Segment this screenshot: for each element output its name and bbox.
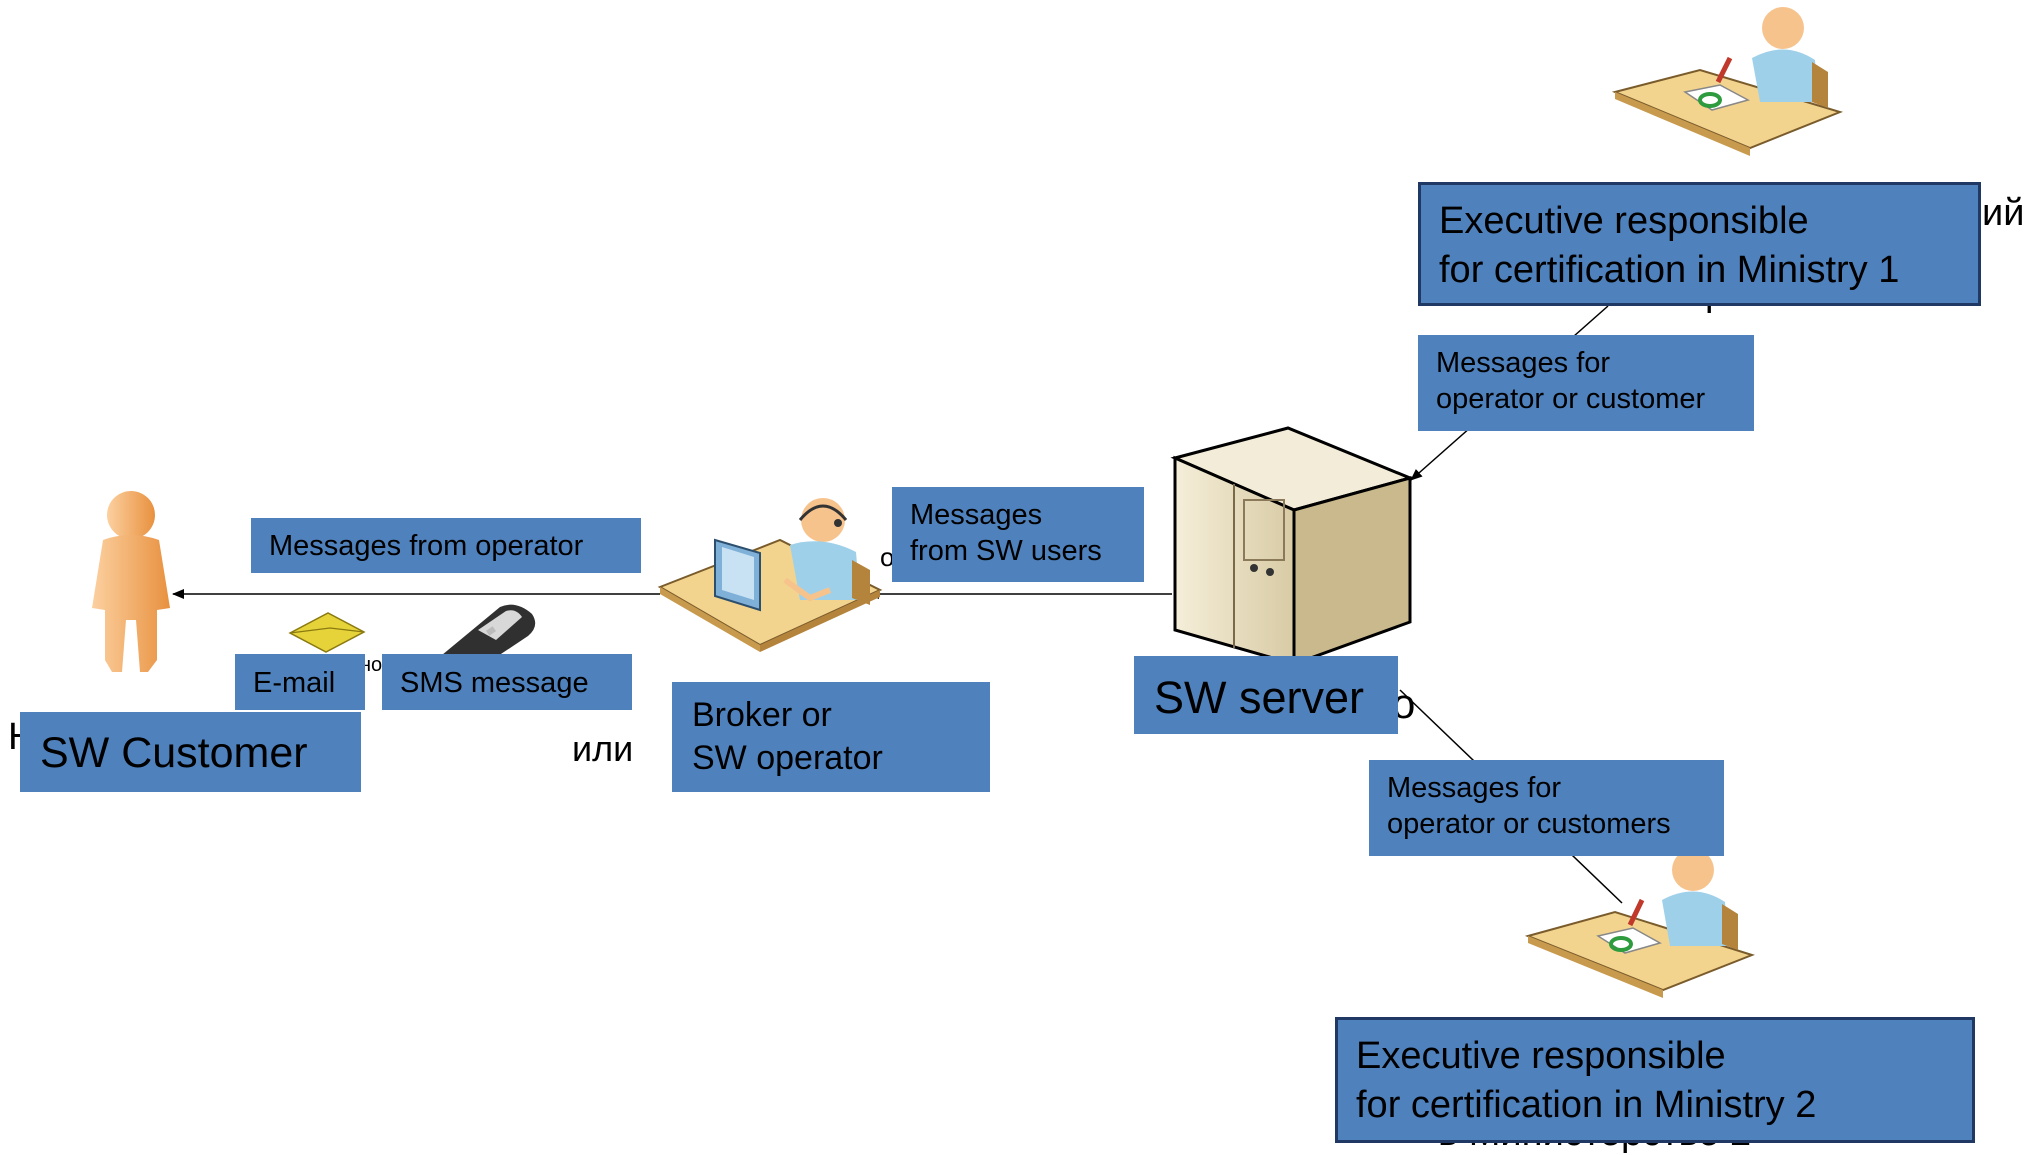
- server-to-operator-label: Messages from SW users: [892, 487, 1144, 582]
- executive-desk-icon: [1611, 7, 1844, 156]
- ministry2-label: Executive responsible for certification …: [1335, 1017, 1975, 1143]
- background-fragment: ий: [1982, 192, 2025, 234]
- person-icon: [92, 491, 170, 672]
- operator-label: Broker or SW operator: [672, 682, 990, 792]
- background-fragment: но: [360, 654, 383, 676]
- envelope-icon: [288, 612, 366, 653]
- server-icon: [1170, 426, 1415, 667]
- background-fragment: о: [880, 542, 895, 572]
- server-label: SW server: [1134, 656, 1398, 734]
- ministry1-edge-label: Messages for operator or customer: [1418, 335, 1754, 431]
- operator-to-customer-label: Messages from operator: [251, 518, 641, 573]
- email-label: E-mail: [235, 654, 365, 710]
- customer-label: SW Customer: [20, 712, 361, 792]
- executive-desk-icon: [1524, 849, 1756, 998]
- ministry2-edge-label: Messages for operator or customers: [1369, 760, 1724, 856]
- sms-label: SMS message: [382, 654, 632, 710]
- ministry1-label: Executive responsible for certification …: [1418, 182, 1981, 306]
- operator-workstation-icon: [657, 498, 883, 652]
- background-fragment: или: [572, 728, 634, 769]
